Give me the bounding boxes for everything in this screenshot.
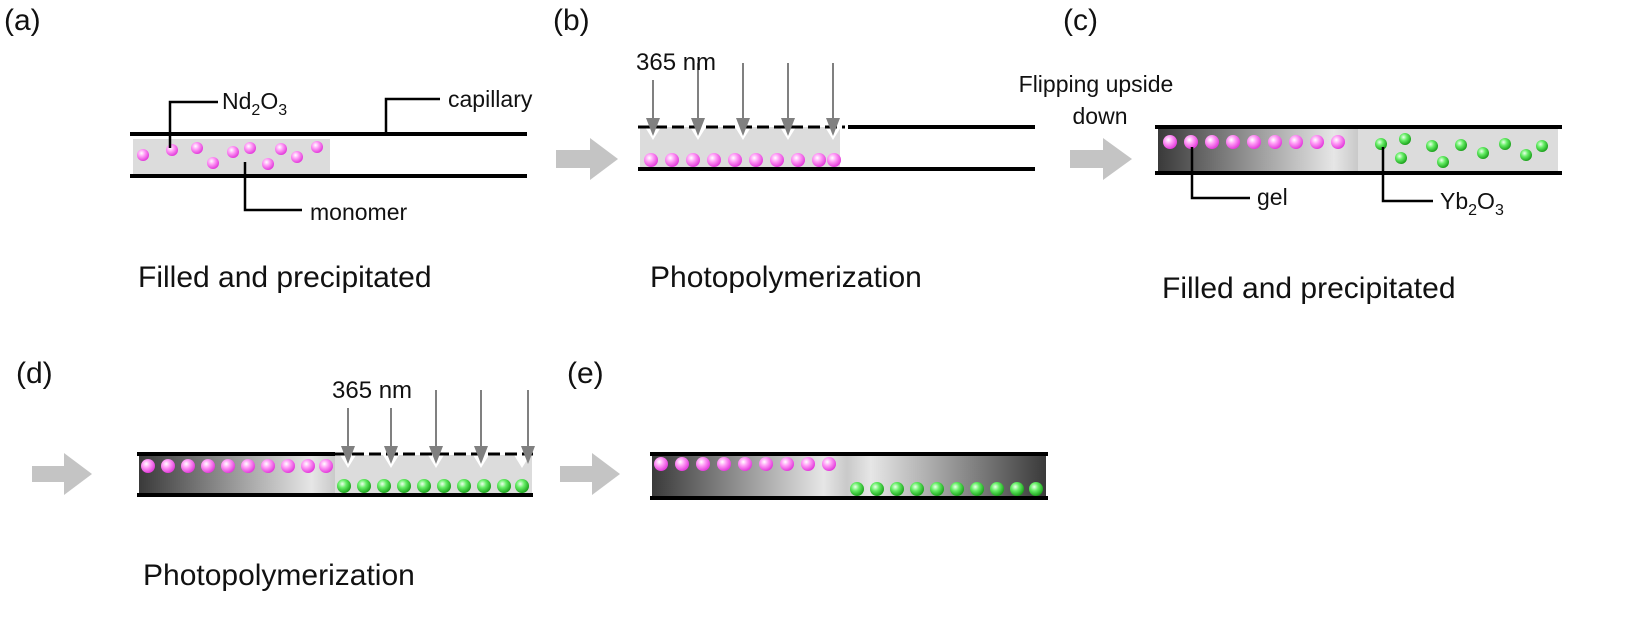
nd2o3-particle	[291, 151, 303, 163]
panel-c-caption: Filled and precipitated	[1162, 272, 1456, 305]
nd-particles-gel	[1163, 135, 1345, 149]
yb2o3-particle	[1426, 140, 1438, 152]
monomer-leader	[243, 162, 302, 212]
yb2o3-particle	[1437, 156, 1449, 168]
panel-b-caption: Photopolymerization	[650, 261, 922, 294]
panel-e: (e)	[560, 357, 1048, 500]
monomer-label: monomer	[310, 199, 407, 225]
yb-particles	[1375, 133, 1548, 168]
uv-light-arrows	[646, 63, 840, 136]
wavelength-label: 365 nm	[332, 377, 412, 404]
uv-light-arrows	[341, 390, 535, 464]
yb2o3-particle	[1536, 140, 1548, 152]
yb2o3-particle	[1455, 139, 1467, 151]
panel-b: (b) 36	[553, 4, 1035, 294]
panel-b-label: (b)	[553, 4, 590, 37]
gel-leader	[1190, 147, 1250, 200]
nd2o3-label: Nd2O3	[222, 88, 287, 119]
yb2o3-particle	[1520, 149, 1532, 161]
panel-e-label: (e)	[567, 357, 604, 390]
yb2o3-label: Yb2O3	[1440, 188, 1504, 219]
gel-label: gel	[1257, 184, 1288, 210]
yb2o3-particle	[1399, 133, 1411, 145]
nd2o3-particle	[137, 149, 149, 161]
nd2o3-particle	[166, 144, 178, 156]
nd2o3-particle	[207, 157, 219, 169]
yb-particles-settled	[337, 479, 529, 493]
nd2o3-particle	[227, 146, 239, 158]
panel-a-label: (a)	[4, 4, 41, 37]
step-arrow-c-d	[32, 453, 92, 495]
nd-particles-settled	[644, 153, 841, 167]
panel-a: (a) Nd2O3 capillary monomer Filled and p…	[4, 4, 533, 294]
panel-c-label: (c)	[1063, 4, 1098, 37]
flip-label-line1: Flipping upside	[1019, 71, 1174, 97]
gel-segment	[1158, 128, 1358, 172]
yb2o3-leader	[1381, 147, 1433, 203]
flip-label-line2: down	[1073, 103, 1128, 129]
yb-particles-gel	[850, 482, 1043, 496]
panel-c: (c) Flipping upside down	[1019, 4, 1562, 305]
step-arrow-d-e	[560, 453, 620, 495]
nd-particles-gel	[654, 457, 836, 471]
step-arrow-a-b	[556, 138, 618, 180]
nd2o3-particle	[275, 143, 287, 155]
nd2o3-leader	[168, 100, 218, 148]
panel-d-label: (d)	[16, 357, 53, 390]
wavelength-label: 365 nm	[636, 49, 716, 76]
yb2o3-particle	[1499, 138, 1511, 150]
yb2o3-particle	[1477, 147, 1489, 159]
yb2o3-particle	[1395, 152, 1407, 164]
panel-d: (d)	[16, 357, 535, 592]
step-arrow-b-c	[1070, 138, 1132, 180]
nd2o3-particle	[262, 158, 274, 170]
yb2o3-particle	[1375, 138, 1387, 150]
capillary-label: capillary	[448, 86, 533, 112]
panel-a-caption: Filled and precipitated	[138, 261, 432, 294]
nd-particles-gel	[141, 459, 333, 473]
nd2o3-particle	[244, 142, 256, 154]
nd2o3-particle	[191, 142, 203, 154]
panel-d-caption: Photopolymerization	[143, 559, 415, 592]
capillary-leader	[384, 97, 440, 134]
nd2o3-particle	[311, 141, 323, 153]
